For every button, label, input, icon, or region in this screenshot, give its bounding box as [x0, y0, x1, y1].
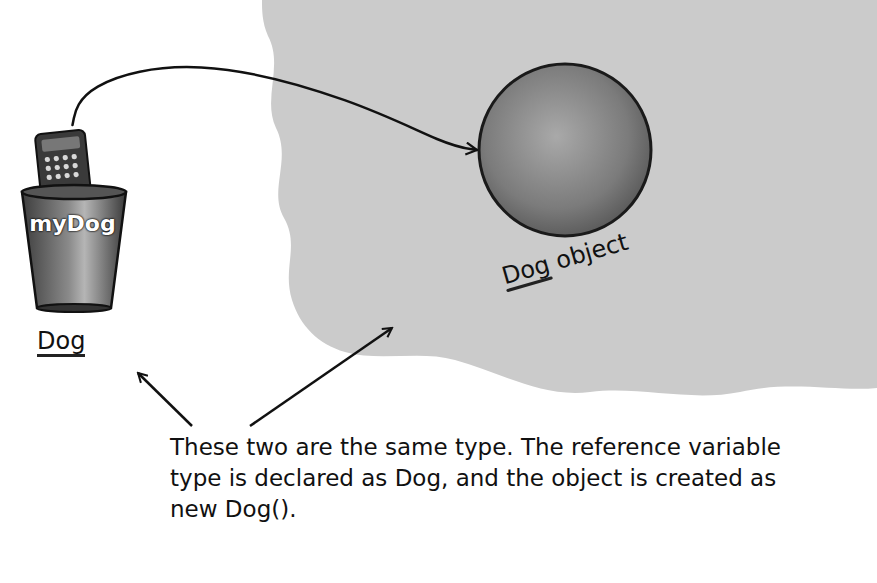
cup: [22, 185, 126, 312]
heap-blob: [262, 0, 877, 395]
object-label: Dog object: [499, 229, 631, 290]
object-ball: [477, 62, 653, 238]
text-slot: myDog: [15, 211, 130, 236]
caption-text: These two are the same type. The referen…: [170, 432, 810, 525]
object-ball-outline: [479, 64, 651, 236]
text-slot: Dog: [37, 328, 85, 357]
object-circle: Dog object: [477, 62, 653, 238]
type-label: Dog: [37, 328, 85, 357]
leader-arrow: [138, 373, 192, 426]
reference-cup: myDogDog: [15, 125, 130, 365]
leader-arrow: [250, 328, 392, 426]
variable-name: myDog: [29, 211, 115, 236]
caption-box: These two are the same type. The referen…: [170, 432, 810, 525]
reference-arrow: [73, 67, 478, 150]
underline-mark: [506, 276, 553, 292]
